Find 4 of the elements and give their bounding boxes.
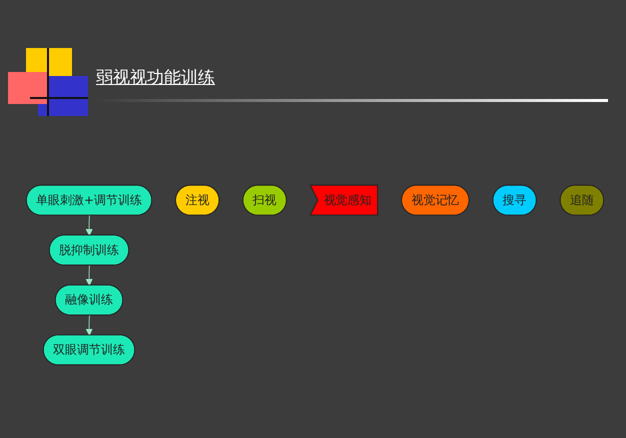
arrow (86, 215, 93, 236)
arrow (86, 314, 93, 336)
slide-title: 弱视视功能训练 (96, 67, 215, 89)
arrow (86, 265, 93, 286)
